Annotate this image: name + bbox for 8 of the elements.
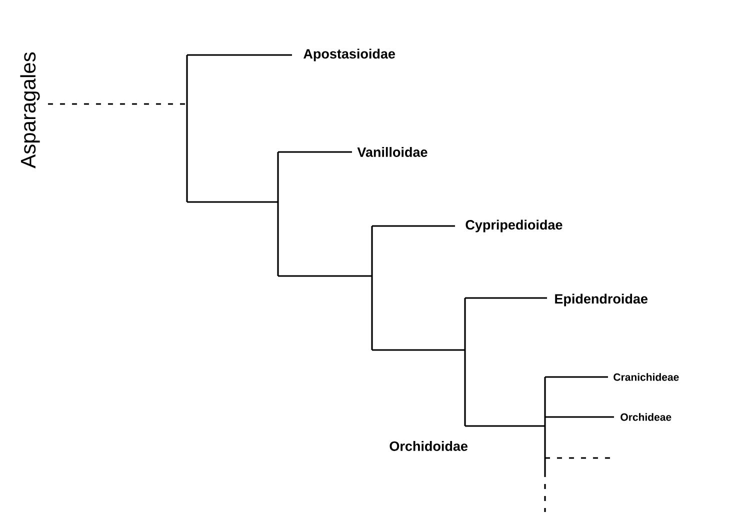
taxon-label: Epidendroidae xyxy=(555,294,648,306)
taxon-label: Vanilloidae xyxy=(357,147,428,157)
group-label: Asparagales xyxy=(20,52,40,168)
taxon-label: Orchideae xyxy=(620,413,672,421)
taxon-label: Cranichideae xyxy=(614,373,679,381)
taxon-label: Orchidoidae xyxy=(390,441,468,451)
taxon-label: Cypripedioidae xyxy=(466,220,562,232)
taxon-label: Apostasioidae xyxy=(304,48,396,62)
